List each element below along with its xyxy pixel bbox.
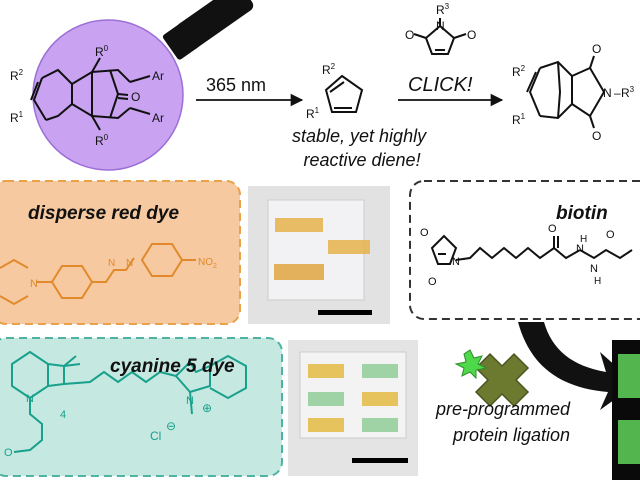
svg-text:N: N bbox=[26, 393, 34, 405]
diene-note: stable, yet highly reactive diene! bbox=[292, 124, 426, 172]
svg-text:R3: R3 bbox=[621, 85, 635, 100]
biotin-title: biotin bbox=[556, 203, 608, 224]
fluorescence-spot-2 bbox=[618, 420, 640, 464]
cycloadduct-structure: R2 R1 O O N – R3 bbox=[512, 42, 635, 143]
red-dye-pattern-2 bbox=[328, 240, 370, 254]
bicyclic-ketone-structure bbox=[30, 57, 151, 131]
svg-text:4: 4 bbox=[60, 409, 66, 421]
svg-text:O: O bbox=[548, 223, 557, 235]
biotin-maleimide-structure bbox=[430, 234, 633, 265]
wavelength-label: 365 nm bbox=[206, 75, 266, 95]
red-dye-title: disperse red dye bbox=[28, 203, 180, 224]
diene-note-line-1: stable, yet highly bbox=[292, 126, 427, 146]
cyclopentadiene-structure: R2 R1 bbox=[306, 62, 364, 121]
red-dye-pattern-3 bbox=[274, 264, 324, 280]
protein-label-line-1: pre-programmed bbox=[436, 399, 571, 419]
svg-text:N: N bbox=[576, 243, 584, 255]
svg-text:N: N bbox=[590, 263, 598, 275]
svg-text:N: N bbox=[108, 258, 115, 269]
maleimide-reagent-structure: O O N R3 bbox=[405, 2, 476, 55]
cy-pattern-5 bbox=[308, 418, 344, 432]
svg-text:O: O bbox=[606, 229, 615, 241]
scale-bar-1 bbox=[318, 310, 372, 315]
cy-pattern-3 bbox=[308, 392, 344, 406]
svg-text:N: N bbox=[436, 19, 445, 33]
svg-text:R1: R1 bbox=[512, 112, 526, 127]
fluorescence-spot-1 bbox=[618, 354, 640, 398]
cy-pattern-1 bbox=[308, 364, 344, 378]
svg-text:O: O bbox=[131, 90, 140, 104]
protein-cross-icon bbox=[454, 349, 530, 408]
svg-text:–: – bbox=[614, 86, 621, 100]
svg-text:⊕: ⊕ bbox=[202, 401, 212, 415]
svg-text:N: N bbox=[452, 256, 460, 268]
svg-text:R2: R2 bbox=[10, 68, 24, 83]
svg-text:Ar: Ar bbox=[152, 111, 164, 125]
svg-text:O: O bbox=[4, 447, 13, 459]
svg-text:⊖: ⊖ bbox=[166, 419, 176, 433]
svg-text:N: N bbox=[186, 395, 194, 407]
svg-text:O: O bbox=[592, 129, 601, 143]
svg-text:R0: R0 bbox=[95, 44, 109, 59]
svg-text:Cl: Cl bbox=[150, 429, 161, 443]
svg-text:O: O bbox=[467, 28, 476, 42]
svg-text:H: H bbox=[594, 276, 601, 287]
svg-text:N: N bbox=[30, 278, 38, 290]
flashlight-icon bbox=[162, 0, 254, 60]
red-dye-structure bbox=[0, 243, 196, 306]
svg-text:H: H bbox=[580, 234, 587, 245]
svg-text:R2: R2 bbox=[322, 62, 336, 77]
ligation-arrow bbox=[518, 322, 636, 410]
svg-text:O: O bbox=[592, 42, 601, 56]
svg-text:N: N bbox=[603, 86, 612, 100]
svg-text:R0: R0 bbox=[95, 133, 109, 148]
svg-text:R1: R1 bbox=[306, 106, 320, 121]
svg-text:N: N bbox=[126, 258, 133, 269]
click-label: CLICK! bbox=[408, 74, 473, 96]
svg-text:NO2: NO2 bbox=[198, 257, 217, 270]
svg-text:R2: R2 bbox=[512, 64, 526, 79]
cyanine-panel bbox=[0, 337, 283, 477]
photo-precursor: R2 R1 R0 R0 Ar Ar O bbox=[10, 0, 254, 171]
svg-text:R3: R3 bbox=[436, 2, 450, 17]
cy-pattern-6 bbox=[362, 418, 398, 432]
diene-note-line-2: reactive diene! bbox=[303, 150, 421, 170]
scale-bar-2 bbox=[352, 458, 408, 463]
red-dye-pattern-1 bbox=[275, 218, 323, 232]
svg-text:O: O bbox=[405, 28, 414, 42]
svg-text:O: O bbox=[420, 227, 429, 239]
cyanine-structure bbox=[11, 350, 247, 453]
svg-text:Ar: Ar bbox=[152, 69, 164, 83]
protein-label-line-2: protein ligation bbox=[452, 425, 571, 445]
red-dye-panel bbox=[0, 180, 241, 325]
uv-light-cone bbox=[32, 19, 184, 171]
cyanine-title: cyanine 5 dye bbox=[110, 356, 235, 377]
cy-pattern-4 bbox=[362, 392, 398, 406]
svg-text:R1: R1 bbox=[10, 110, 24, 125]
svg-text:O: O bbox=[428, 276, 437, 288]
protein-ligation-label: pre-programmed protein ligation bbox=[436, 396, 570, 448]
cy-pattern-2 bbox=[362, 364, 398, 378]
